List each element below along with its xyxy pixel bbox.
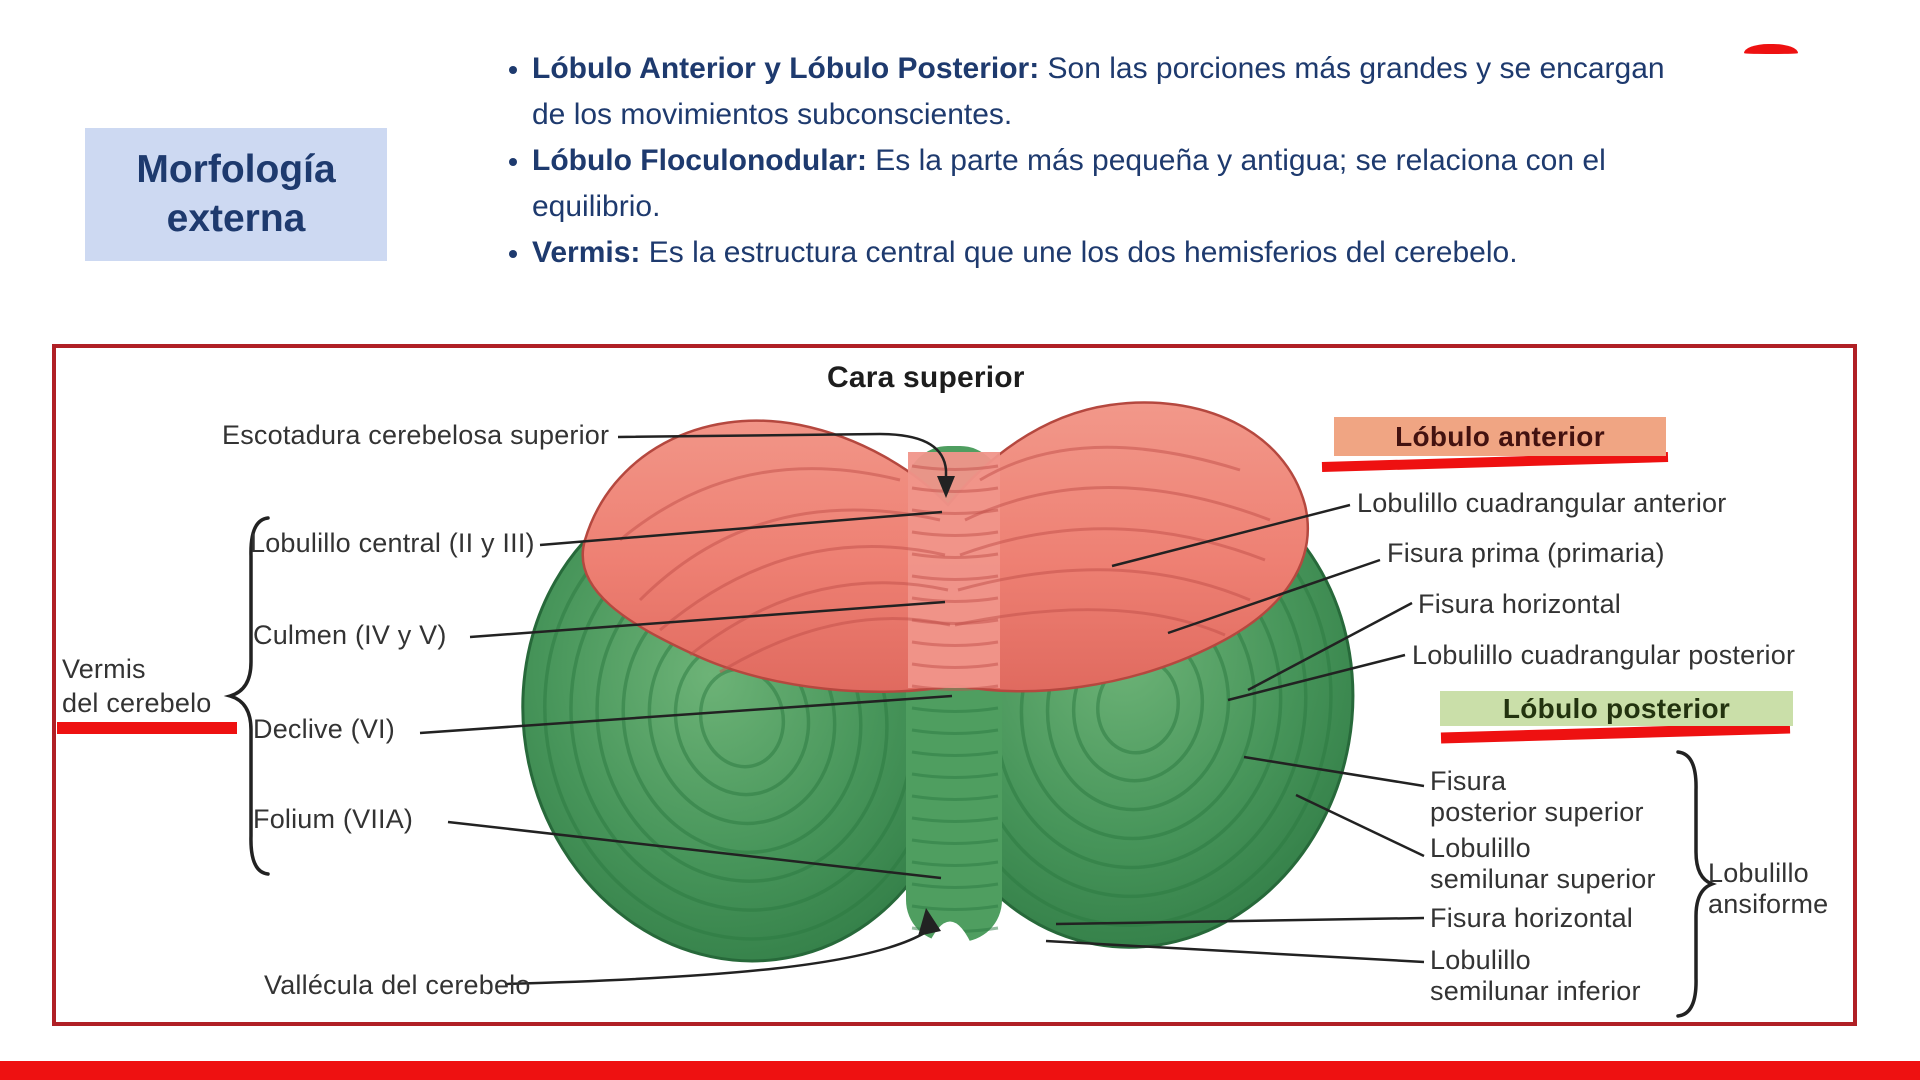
bullet-text: Es la parte más pequeña y antigua; se re… [532, 143, 1606, 223]
label-declive: Declive (VI) [253, 714, 395, 744]
label-vermis-del-cerebelo: Vermis del cerebelo [62, 654, 212, 718]
bullet-lead: Vermis: [532, 235, 641, 269]
bullet-text: Son las porciones más grandes y se encar… [532, 52, 1665, 131]
bottom-accent-bar [0, 1061, 1920, 1080]
bullet-lead: Lóbulo Floculonodular: [532, 143, 867, 177]
figure-caption: Cara superior [827, 361, 1025, 394]
label-fisura-posterior-superior: Fisura posterior superior [1430, 766, 1644, 827]
decorative-red-arc [1744, 44, 1798, 54]
bullet-text: Es la estructura central que une los dos… [640, 235, 1518, 269]
bullet-list: Lóbulo Anterior y Lóbulo Posterior: Son … [500, 46, 1672, 275]
label-lobulillo-central: Lobulillo central (II y III) [250, 528, 535, 558]
label-fisura-horizontal-superior: Fisura horizontal [1418, 589, 1621, 619]
slide-title-box: Morfología externa [85, 128, 387, 261]
label-lobulillo-cuadrangular-posterior: Lobulillo cuadrangular posterior [1412, 640, 1796, 670]
label-culmen: Culmen (IV y V) [253, 620, 447, 650]
label-lobulillo-semilunar-inferior: Lobulillo semilunar inferior [1430, 945, 1641, 1006]
tag-lobulo-posterior: Lóbulo posterior [1440, 691, 1793, 726]
label-fisura-prima: Fisura prima (primaria) [1387, 538, 1665, 568]
label-vallecula: Vallécula del cerebelo [264, 970, 531, 1000]
bullet-vermis: Vermis: Es la estructura central que une… [532, 230, 1672, 276]
slide-title-line1: Morfología [136, 147, 336, 191]
label-lobulillo-cuadrangular-anterior: Lobulillo cuadrangular anterior [1357, 488, 1727, 518]
bullet-lobulos-anterior-posterior: Lóbulo Anterior y Lóbulo Posterior: Son … [532, 46, 1672, 138]
label-folium: Folium (VIIA) [253, 804, 414, 834]
label-lobulillo-semilunar-superior: Lobulillo semilunar superior [1430, 833, 1656, 894]
bullet-lead: Lóbulo Anterior y Lóbulo Posterior: [532, 52, 1040, 85]
bullet-lobulo-floculonodular: Lóbulo Floculonodular: Es la parte más p… [532, 138, 1672, 230]
slide-title-line2: externa [166, 196, 306, 240]
label-escotadura: Escotadura cerebelosa superior [222, 420, 610, 450]
label-lobulillo-ansiforme: Lobulillo ansiforme [1708, 858, 1829, 919]
tag-lobulo-anterior: Lóbulo anterior [1334, 417, 1666, 456]
label-fisura-horizontal-inferior: Fisura horizontal [1430, 903, 1633, 933]
